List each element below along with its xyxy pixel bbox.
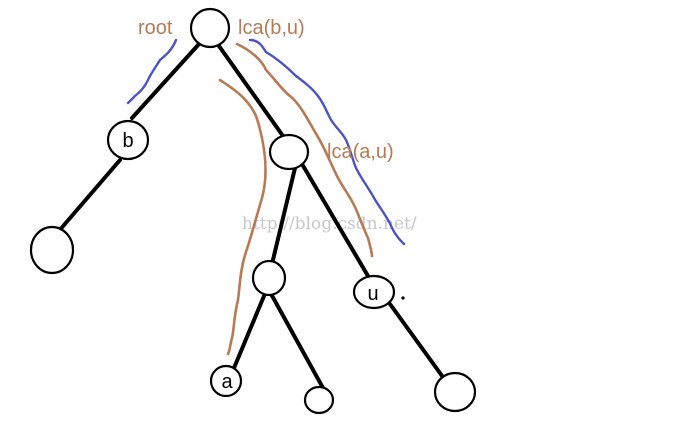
node-mid-child xyxy=(303,385,335,415)
node-b xyxy=(106,119,150,161)
edge-lca-u xyxy=(300,162,370,278)
edge-b-child xyxy=(56,158,122,234)
node-b-child xyxy=(29,225,75,275)
node-u xyxy=(352,274,396,310)
brown-path-a-to-lca xyxy=(218,78,267,356)
edge-lca-mid xyxy=(270,166,297,266)
node-lca-au xyxy=(268,133,310,171)
node-mid xyxy=(251,259,287,297)
edge-u-child xyxy=(388,302,447,382)
node-label-u: u xyxy=(367,283,378,305)
blue-path-u-to-root xyxy=(248,38,406,246)
annotation-lca-au: lca(a,u) xyxy=(327,141,394,163)
edge-root-lca xyxy=(217,44,285,138)
edge-root-b xyxy=(130,42,201,120)
edge-mid-a xyxy=(232,294,266,370)
node-label-b: b xyxy=(122,130,133,152)
dot-mark xyxy=(401,296,405,300)
node-root xyxy=(189,7,231,49)
edge-mid-child xyxy=(268,290,325,390)
brown-path-u-to-lca-bu xyxy=(235,42,374,258)
watermark-text: http://blog.csdn.net/ xyxy=(242,214,417,234)
blue-path-b-to-root xyxy=(126,38,178,105)
node-a xyxy=(209,364,243,398)
annotation-root: root xyxy=(138,17,173,39)
annotation-lca-bu: lca(b,u) xyxy=(238,17,305,39)
node-label-a: a xyxy=(221,371,233,393)
node-u-child xyxy=(433,371,477,413)
